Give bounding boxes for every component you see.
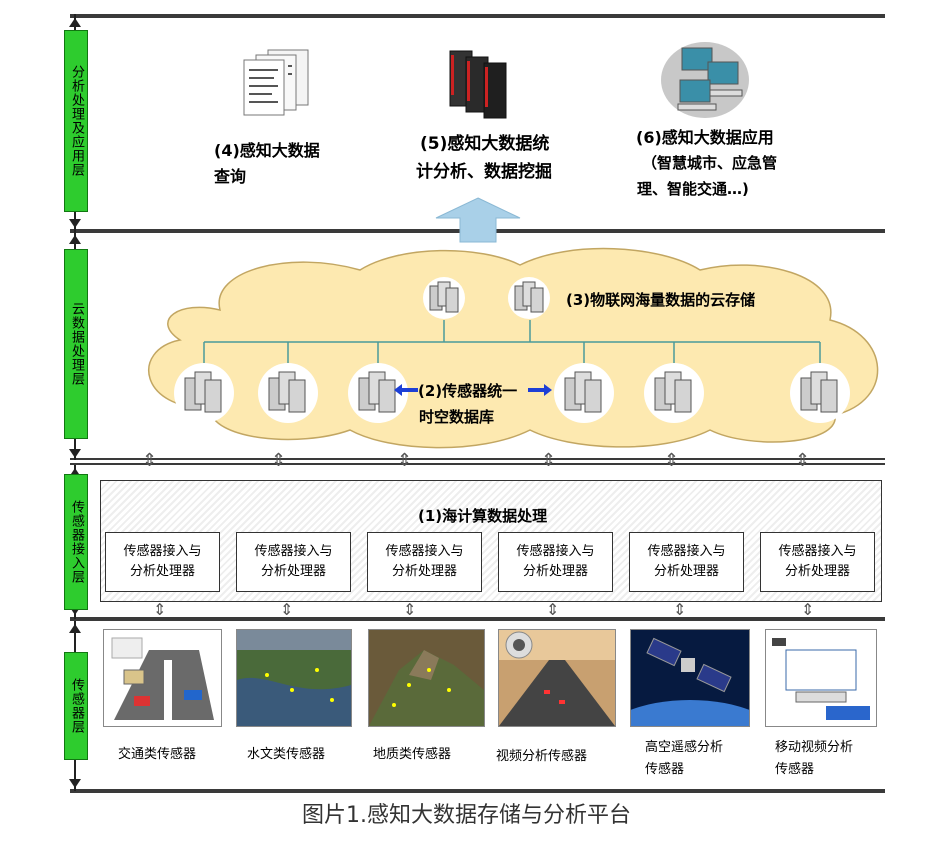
connector-icon: ⇕ bbox=[397, 450, 413, 471]
sensor-caption-5a: 高空遥感分析 bbox=[645, 740, 724, 755]
geology-sensor-image bbox=[368, 629, 485, 727]
layer-separator-2a bbox=[70, 458, 885, 460]
documents-icon bbox=[243, 49, 309, 116]
db-left-arrow bbox=[394, 384, 418, 396]
apps-title: (6)感知大数据应用 bbox=[636, 128, 774, 147]
stats-label-line2: 计分析、数据挖掘 bbox=[416, 162, 552, 182]
connector-icon: ⇕ bbox=[153, 600, 167, 619]
connector-icon: ⇕ bbox=[271, 450, 287, 471]
sensor-caption-4: 视频分析传感器 bbox=[496, 749, 588, 764]
connector-icon: ⇕ bbox=[801, 600, 815, 619]
sensor-caption-5b: 传感器 bbox=[645, 762, 685, 777]
server-icon-4 bbox=[554, 363, 614, 423]
sensor-caption-6a: 移动视频分析 bbox=[775, 740, 854, 755]
connector-icon: ⇕ bbox=[546, 600, 560, 619]
access-processor-label: 传感器接入与分析处理器 bbox=[385, 544, 464, 579]
stats-label-line1: (5)感知大数据统 bbox=[420, 134, 550, 154]
remote-sensing-image bbox=[630, 629, 750, 727]
apps-detail-line2: 理、智能交通…) bbox=[637, 180, 749, 198]
workstation-icon bbox=[661, 42, 749, 118]
server-icon-6 bbox=[790, 363, 850, 423]
connector-icon: ⇕ bbox=[664, 450, 680, 471]
edge-computing-panel bbox=[100, 480, 882, 602]
server-icon-3 bbox=[348, 363, 408, 423]
layer-label-sensor: 传感器层 bbox=[64, 652, 88, 760]
hydrology-sensor-image bbox=[236, 629, 352, 727]
edge-computing-title: (1)海计算数据处理 bbox=[418, 507, 548, 525]
access-processor-5: 传感器接入与分析处理器 bbox=[629, 532, 744, 592]
traffic-sensor-image bbox=[103, 629, 222, 727]
upward-arrow bbox=[435, 197, 521, 243]
server-icon-2 bbox=[258, 363, 318, 423]
axis-arrow-down-2 bbox=[69, 449, 81, 458]
access-processor-4: 传感器接入与分析处理器 bbox=[498, 532, 613, 592]
access-processor-label: 传感器接入与分析处理器 bbox=[254, 544, 333, 579]
video-sensor-image bbox=[498, 629, 616, 727]
sensor-caption-3: 地质类传感器 bbox=[373, 747, 452, 762]
connector-icon: ⇕ bbox=[541, 450, 557, 471]
query-label-line2: 查询 bbox=[214, 167, 247, 186]
connector-icon: ⇕ bbox=[403, 600, 417, 619]
query-label-line1: (4)感知大数据 bbox=[214, 141, 320, 160]
db-label-line1: (2)传感器统一 bbox=[418, 382, 518, 400]
connector-icon: ⇕ bbox=[673, 600, 687, 619]
access-processor-1: 传感器接入与分析处理器 bbox=[105, 532, 220, 592]
connector-icon: ⇕ bbox=[795, 450, 811, 471]
layer-separator-3 bbox=[70, 617, 885, 621]
layer-label-analysis: 分析处理及应用层 bbox=[64, 30, 88, 212]
sensor-caption-2: 水文类传感器 bbox=[247, 747, 326, 762]
access-processor-3: 传感器接入与分析处理器 bbox=[367, 532, 482, 592]
layer-separator-bottom bbox=[70, 789, 885, 793]
server-icon-top-1 bbox=[423, 277, 465, 319]
figure-caption: 图片1.感知大数据存储与分析平台 bbox=[302, 803, 631, 828]
layer-label-access: 传感器接入层 bbox=[64, 474, 88, 610]
access-processor-label: 传感器接入与分析处理器 bbox=[123, 544, 202, 579]
axis-arrow-down-3 bbox=[69, 606, 81, 615]
access-processor-label: 传感器接入与分析处理器 bbox=[778, 544, 857, 579]
cloud-storage-label: (3)物联网海量数据的云存储 bbox=[566, 291, 756, 309]
server-icon-top-2 bbox=[508, 277, 550, 319]
db-label-line2: 时空数据库 bbox=[419, 408, 495, 426]
server-icon-5 bbox=[644, 363, 704, 423]
axis-arrow-up-4 bbox=[69, 624, 81, 633]
server-rack-icon bbox=[449, 50, 507, 119]
mobile-video-image bbox=[765, 629, 877, 727]
sensor-caption-6b: 传感器 bbox=[775, 762, 815, 777]
axis-arrow-up-3 bbox=[69, 468, 81, 477]
layer-separator-2b bbox=[70, 463, 885, 465]
network-lines bbox=[203, 320, 821, 365]
axis-arrow-up-1 bbox=[69, 18, 81, 27]
axis-arrow-up-2 bbox=[69, 235, 81, 244]
connector-icon: ⇕ bbox=[280, 600, 294, 619]
layer-label-cloud: 云数据处理层 bbox=[64, 249, 88, 439]
connector-row-bottom: ⇕ ⇕ ⇕ ⇕ ⇕ ⇕ bbox=[0, 600, 933, 624]
access-processor-label: 传感器接入与分析处理器 bbox=[516, 544, 595, 579]
connector-icon: ⇕ bbox=[142, 450, 158, 471]
connector-row-top: ⇕ ⇕ ⇕ ⇕ ⇕ ⇕ bbox=[0, 450, 933, 474]
server-icon-1 bbox=[174, 363, 234, 423]
db-right-arrow bbox=[528, 384, 552, 396]
apps-detail-line1: （智慧城市、应急管 bbox=[642, 154, 778, 172]
access-processor-label: 传感器接入与分析处理器 bbox=[647, 544, 726, 579]
axis-arrow-down-4 bbox=[69, 779, 81, 788]
access-processor-2: 传感器接入与分析处理器 bbox=[236, 532, 351, 592]
sensor-caption-1: 交通类传感器 bbox=[118, 747, 197, 762]
layer-separator-top bbox=[70, 14, 885, 18]
axis-arrow-down-1 bbox=[69, 219, 81, 228]
access-processor-6: 传感器接入与分析处理器 bbox=[760, 532, 875, 592]
